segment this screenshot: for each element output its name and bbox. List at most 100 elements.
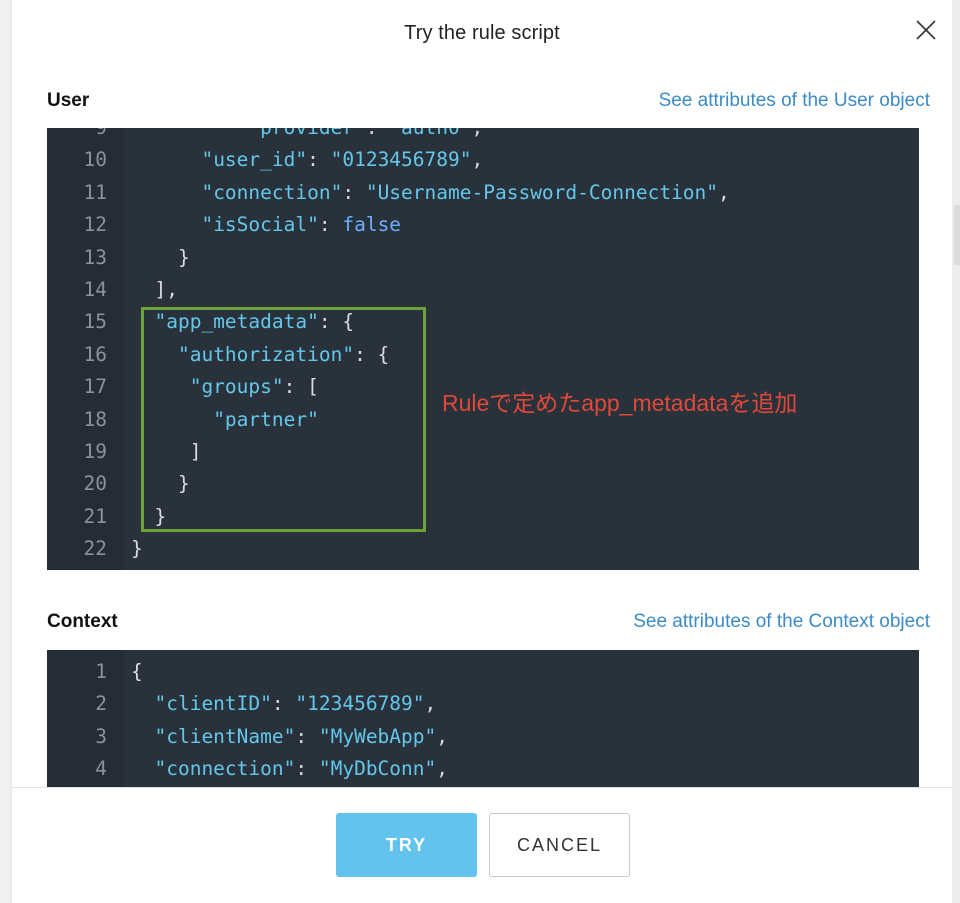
keyword-token: false <box>342 213 402 237</box>
context-json-editor[interactable]: 1{2 "clientID": "123456789",3 "clientNam… <box>47 650 919 790</box>
string-token: "auth0" <box>389 128 471 139</box>
punctuation-token: : { <box>318 310 355 334</box>
punctuation-token: ] <box>131 440 202 463</box>
string-token: "isSocial" <box>201 213 319 237</box>
code-line: 11 "connection": "Username-Password-Conn… <box>47 177 919 209</box>
line-number: 2 <box>95 692 107 716</box>
punctuation-token: : <box>318 213 343 237</box>
punctuation-token <box>131 757 154 780</box>
string-token: "connection" <box>154 757 296 781</box>
punctuation-token <box>131 128 248 139</box>
punctuation-token: : <box>295 724 319 748</box>
line-number: 11 <box>83 180 107 204</box>
code-text: "provider": "auth0", <box>131 128 483 144</box>
close-icon[interactable] <box>914 18 938 42</box>
user-json-editor[interactable]: 9 "provider": "auth0",10 "user_id": "012… <box>47 128 919 570</box>
punctuation-token: : <box>271 692 296 716</box>
footer-divider <box>12 787 952 788</box>
user-attributes-link[interactable]: See attributes of the User object <box>658 90 930 111</box>
line-number: 14 <box>83 278 107 301</box>
punctuation-token: { <box>131 660 143 683</box>
cancel-button[interactable]: CANCEL <box>489 813 630 877</box>
punctuation-token: , <box>436 724 449 748</box>
code-text: "user_id": "0123456789", <box>131 144 483 176</box>
punctuation-token: , <box>471 148 484 172</box>
code-text: } <box>131 533 143 565</box>
code-text: } <box>131 501 166 533</box>
code-text: "authorization": { <box>131 339 389 371</box>
punctuation-token: , <box>424 692 437 716</box>
code-line: 19 ] <box>47 436 919 468</box>
code-text: "app_metadata": { <box>131 306 354 338</box>
string-token: "MyWebApp" <box>318 724 437 748</box>
string-token: "Username-Password-Connection" <box>365 180 719 204</box>
line-number: 9 <box>47 128 107 144</box>
punctuation-token <box>131 181 201 204</box>
code-text: "isSocial": false <box>131 209 401 241</box>
string-token: "clientID" <box>154 692 272 716</box>
context-section-label: Context <box>47 611 118 632</box>
code-text: "clientName": "MyWebApp", <box>131 721 448 753</box>
try-rule-dialog: Try the rule script User See attributes … <box>12 0 952 903</box>
punctuation-token <box>131 213 201 236</box>
code-text: "connection": "Username-Password-Connect… <box>131 177 730 209</box>
punctuation-token: } <box>131 472 190 496</box>
annotation-text: Ruleで定めたapp_metadataを追加 <box>442 390 798 416</box>
line-number: 16 <box>83 342 107 366</box>
code-line: 16 "authorization": { <box>47 339 919 371</box>
punctuation-token: , <box>718 180 730 204</box>
punctuation-token: : <box>342 180 366 204</box>
dialog-title: Try the rule script <box>404 22 560 44</box>
line-number: 3 <box>95 724 107 748</box>
code-text: "clientID": "123456789", <box>131 688 436 720</box>
code-text: } <box>131 468 190 500</box>
string-token: "partner" <box>213 407 319 431</box>
punctuation-token <box>131 408 213 431</box>
string-token: "provider" <box>248 128 365 139</box>
line-number-gutter <box>47 128 124 570</box>
punctuation-token <box>131 692 154 715</box>
line-number: 19 <box>83 440 107 463</box>
string-token: "app_metadata" <box>154 310 319 334</box>
code-line: 21 } <box>47 501 919 533</box>
code-line: 20 } <box>47 468 919 500</box>
punctuation-token: } <box>131 245 190 269</box>
code-line: 10 "user_id": "0123456789", <box>47 144 919 176</box>
code-line: 17 "groups": [ <box>47 371 919 403</box>
punctuation-token: ], <box>131 278 178 301</box>
line-number: 15 <box>83 310 107 334</box>
code-line: 1{ <box>47 656 919 688</box>
line-number: 12 <box>83 213 107 237</box>
code-text: "groups": [ <box>131 371 319 403</box>
code-line: 14 ], <box>47 274 919 306</box>
punctuation-token <box>131 343 178 366</box>
punctuation-token: : { <box>354 342 390 366</box>
punctuation-token <box>131 375 190 398</box>
line-number: 17 <box>83 375 107 399</box>
context-attributes-link[interactable]: See attributes of the Context object <box>633 611 930 632</box>
user-section-label: User <box>47 90 90 111</box>
line-number-gutter <box>47 650 124 790</box>
page-scrollbar-track[interactable] <box>954 0 960 903</box>
line-number: 21 <box>83 504 107 528</box>
punctuation-token: , <box>436 757 449 781</box>
string-token: "authorization" <box>177 342 355 366</box>
code-line: 3 "clientName": "MyWebApp", <box>47 721 919 753</box>
string-token: "MyDbConn" <box>318 757 437 781</box>
line-number: 13 <box>83 245 107 269</box>
page-scrollbar-thumb[interactable] <box>954 205 960 265</box>
line-number: 20 <box>83 472 107 496</box>
punctuation-token: } <box>131 537 143 561</box>
code-line: 2 "clientID": "123456789", <box>47 688 919 720</box>
code-line: 18 "partner" <box>47 404 919 436</box>
string-token: "user_id" <box>201 148 308 172</box>
line-number: 1 <box>95 660 107 683</box>
code-text: } <box>131 242 190 274</box>
punctuation-token: : <box>295 757 319 781</box>
try-button[interactable]: TRY <box>336 813 477 877</box>
dialog-footer <box>12 788 952 903</box>
string-token: "groups" <box>189 375 284 399</box>
punctuation-token <box>131 310 154 333</box>
code-text: ] <box>131 436 202 468</box>
code-line: 4 "connection": "MyDbConn", <box>47 753 919 785</box>
